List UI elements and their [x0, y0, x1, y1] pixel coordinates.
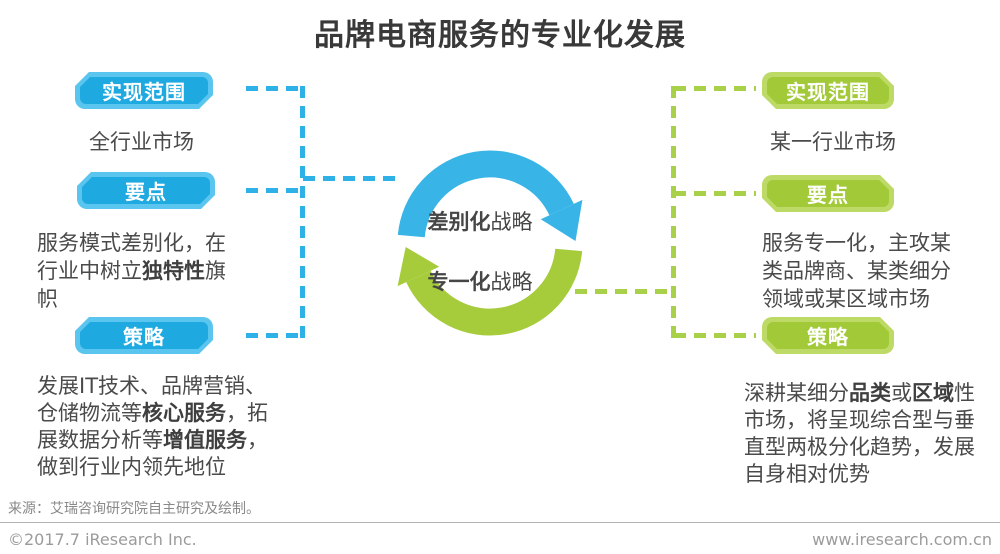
- tag-strategy-left: 策略: [75, 317, 213, 354]
- left-points-text: 服务模式差别化，在行业中树立独特性旗帜: [37, 231, 226, 311]
- right-scope-text: 某一行业市场: [770, 130, 896, 154]
- connector-right-branch: [575, 289, 671, 294]
- connector-right-bottom: [674, 333, 756, 338]
- green-arrow-icon: [397, 247, 440, 287]
- source-note: 来源：艾瑞咨询研究院自主研究及绘制。: [8, 501, 260, 517]
- connector-right-mid: [674, 191, 756, 196]
- tag-points-right-label: 要点: [767, 180, 889, 207]
- tag-scope-right-label: 实现范围: [767, 77, 889, 104]
- connector-right-top: [674, 86, 756, 91]
- connector-left-vertical: [300, 86, 305, 338]
- right-strategy-text: 深耕某细分品类或区域性市场，将呈现综合型与垂直型两极分化趋势，发展自身相对优势: [744, 381, 975, 486]
- website-text: www.iresearch.com.cn: [812, 530, 992, 549]
- footer-divider: [0, 522, 1000, 523]
- cycle-top-label: 差别化战略: [427, 210, 533, 234]
- tag-scope-left-label: 实现范围: [80, 77, 208, 104]
- right-points-text: 服务专一化，主攻某类品牌商、某类细分领域或某区域市场: [762, 231, 951, 311]
- tag-points-left-label: 要点: [82, 177, 210, 204]
- tag-strategy-right-label: 策略: [767, 322, 889, 349]
- blue-arc: [397, 150, 574, 238]
- connector-left-branch: [303, 176, 403, 181]
- connector-right-vertical: [671, 86, 676, 338]
- tag-points-right: 要点: [762, 175, 894, 212]
- connector-left-top: [246, 86, 302, 91]
- blue-arrow-icon: [540, 199, 583, 241]
- cycle-bottom-label: 专一化战略: [427, 270, 533, 294]
- connector-left-mid: [246, 188, 302, 193]
- left-scope-text: 全行业市场: [89, 130, 194, 154]
- tag-scope-left: 实现范围: [75, 72, 213, 109]
- page-title: 品牌电商服务的专业化发展: [314, 18, 686, 53]
- cycle-arrows-diagram: [397, 150, 583, 336]
- left-strategy-text: 发展IT技术、品牌营销、仓储物流等核心服务，拓展数据分析等增值服务，做到行业内领…: [37, 374, 268, 479]
- copyright-text: ©2017.7 iResearch Inc.: [8, 530, 197, 549]
- green-arc: [406, 248, 583, 336]
- connector-left-bottom: [246, 333, 302, 338]
- tag-strategy-left-label: 策略: [80, 322, 208, 349]
- tag-scope-right: 实现范围: [762, 72, 894, 109]
- tag-points-left: 要点: [77, 172, 215, 209]
- tag-strategy-right: 策略: [762, 317, 894, 354]
